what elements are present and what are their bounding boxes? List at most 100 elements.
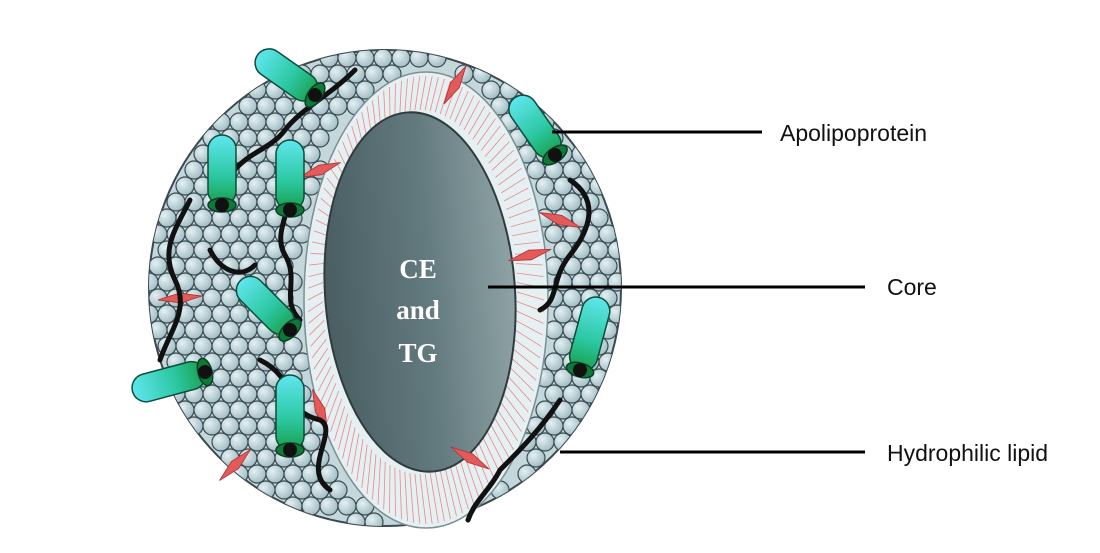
phospholipid-head-icon [158,305,176,323]
phospholipid-head-icon [248,241,266,259]
phospholipid-head-icon [248,401,266,419]
phospholipid-head-icon [212,433,230,451]
phospholipid-head-icon [329,97,347,115]
phospholipid-head-icon [149,257,167,275]
phospholipid-head-icon [185,225,203,243]
phospholipid-head-icon [428,49,446,67]
phospholipid-head-icon [320,497,338,515]
phospholipid-head-icon [257,161,275,179]
phospholipid-head-icon [284,497,302,515]
phospholipid-head-icon [230,113,248,131]
phospholipid-head-icon [563,193,581,211]
phospholipid-head-icon [500,81,518,99]
phospholipid-head-icon [563,289,581,307]
phospholipid-head-icon [239,129,257,147]
phospholipid-head-icon [248,113,266,131]
phospholipid-head-icon [563,385,581,403]
phospholipid-head-icon [230,401,248,419]
phospholipid-head-icon [221,385,239,403]
phospholipid-head-icon [239,353,257,371]
phospholipid-head-icon [581,385,599,403]
phospholipid-head-icon [572,401,590,419]
phospholipid-head-icon [257,449,275,467]
phospholipid-head-icon [257,225,275,243]
phospholipid-head-icon [338,497,356,515]
core-label-tg: TG [368,340,468,367]
phospholipid-head-icon [149,225,167,243]
phospholipid-head-icon [554,305,572,323]
phospholipid-head-icon [527,161,545,179]
phospholipid-head-icon [293,481,311,499]
phospholipid-head-icon [275,353,293,371]
core-label-ce: CE [368,256,468,283]
phospholipid-head-icon [590,241,608,259]
phospholipid-head-icon [221,321,239,339]
phospholipid-head-icon [257,257,275,275]
phospholipid-head-icon [221,225,239,243]
phospholipid-head-icon [320,113,338,131]
phospholipid-head-icon [230,305,248,323]
phospholipid-head-icon [239,417,257,435]
phospholipid-head-icon [230,337,248,355]
phospholipid-head-icon [284,465,302,483]
phospholipid-head-icon [275,481,293,499]
phospholipid-head-icon [581,257,599,275]
phospholipid-head-icon [212,369,230,387]
hydrophilic-lipid-label: Hydrophilic lipid [887,442,1048,465]
phospholipid-head-icon [230,209,248,227]
phospholipid-head-icon [221,353,239,371]
phospholipid-head-icon [563,161,581,179]
phospholipid-head-icon [176,177,194,195]
phospholipid-head-icon [176,337,194,355]
phospholipid-head-icon [302,113,320,131]
apolipoprotein-helix-icon [208,135,236,212]
phospholipid-head-icon [248,369,266,387]
core-label: Core [887,276,937,299]
phospholipid-head-icon [194,401,212,419]
apolipoprotein-label: Apolipoprotein [780,122,927,145]
phospholipid-head-icon [203,385,221,403]
phospholipid-head-icon [212,401,230,419]
phospholipid-head-icon [230,433,248,451]
phospholipid-head-icon [203,289,221,307]
phospholipid-head-icon [275,97,293,115]
phospholipid-head-icon [266,465,284,483]
phospholipid-head-icon [347,513,365,531]
phospholipid-head-icon [185,257,203,275]
phospholipid-head-icon [608,305,626,323]
phospholipid-head-icon [221,417,239,435]
phospholipid-head-icon [545,225,563,243]
phospholipid-head-icon [203,225,221,243]
apolipoprotein-helix-icon [276,375,304,457]
phospholipid-head-icon [257,193,275,211]
phospholipid-head-icon [239,193,257,211]
phospholipid-head-icon [203,417,221,435]
phospholipid-head-icon [248,209,266,227]
phospholipid-head-icon [167,193,185,211]
phospholipid-head-icon [257,385,275,403]
phospholipid-head-icon [239,97,257,115]
phospholipid-head-icon [239,385,257,403]
phospholipid-head-icon [194,305,212,323]
phospholipid-head-icon [527,449,545,467]
phospholipid-head-icon [185,321,203,339]
phospholipid-head-icon [248,433,266,451]
phospholipid-head-icon [212,305,230,323]
phospholipid-head-icon [554,337,572,355]
phospholipid-head-icon [365,65,383,83]
phospholipid-head-icon [590,209,608,227]
phospholipid-head-icon [536,433,554,451]
phospholipid-head-icon [239,321,257,339]
phospholipid-head-icon [311,129,329,147]
phospholipid-head-icon [230,369,248,387]
phospholipid-head-icon [176,241,194,259]
phospholipid-head-icon [194,337,212,355]
phospholipid-head-icon [554,433,572,451]
phospholipid-head-icon [482,81,500,99]
phospholipid-head-icon [266,113,284,131]
phospholipid-head-icon [230,241,248,259]
phospholipid-head-icon [212,337,230,355]
phospholipid-head-icon [545,353,563,371]
phospholipid-head-icon [599,257,617,275]
